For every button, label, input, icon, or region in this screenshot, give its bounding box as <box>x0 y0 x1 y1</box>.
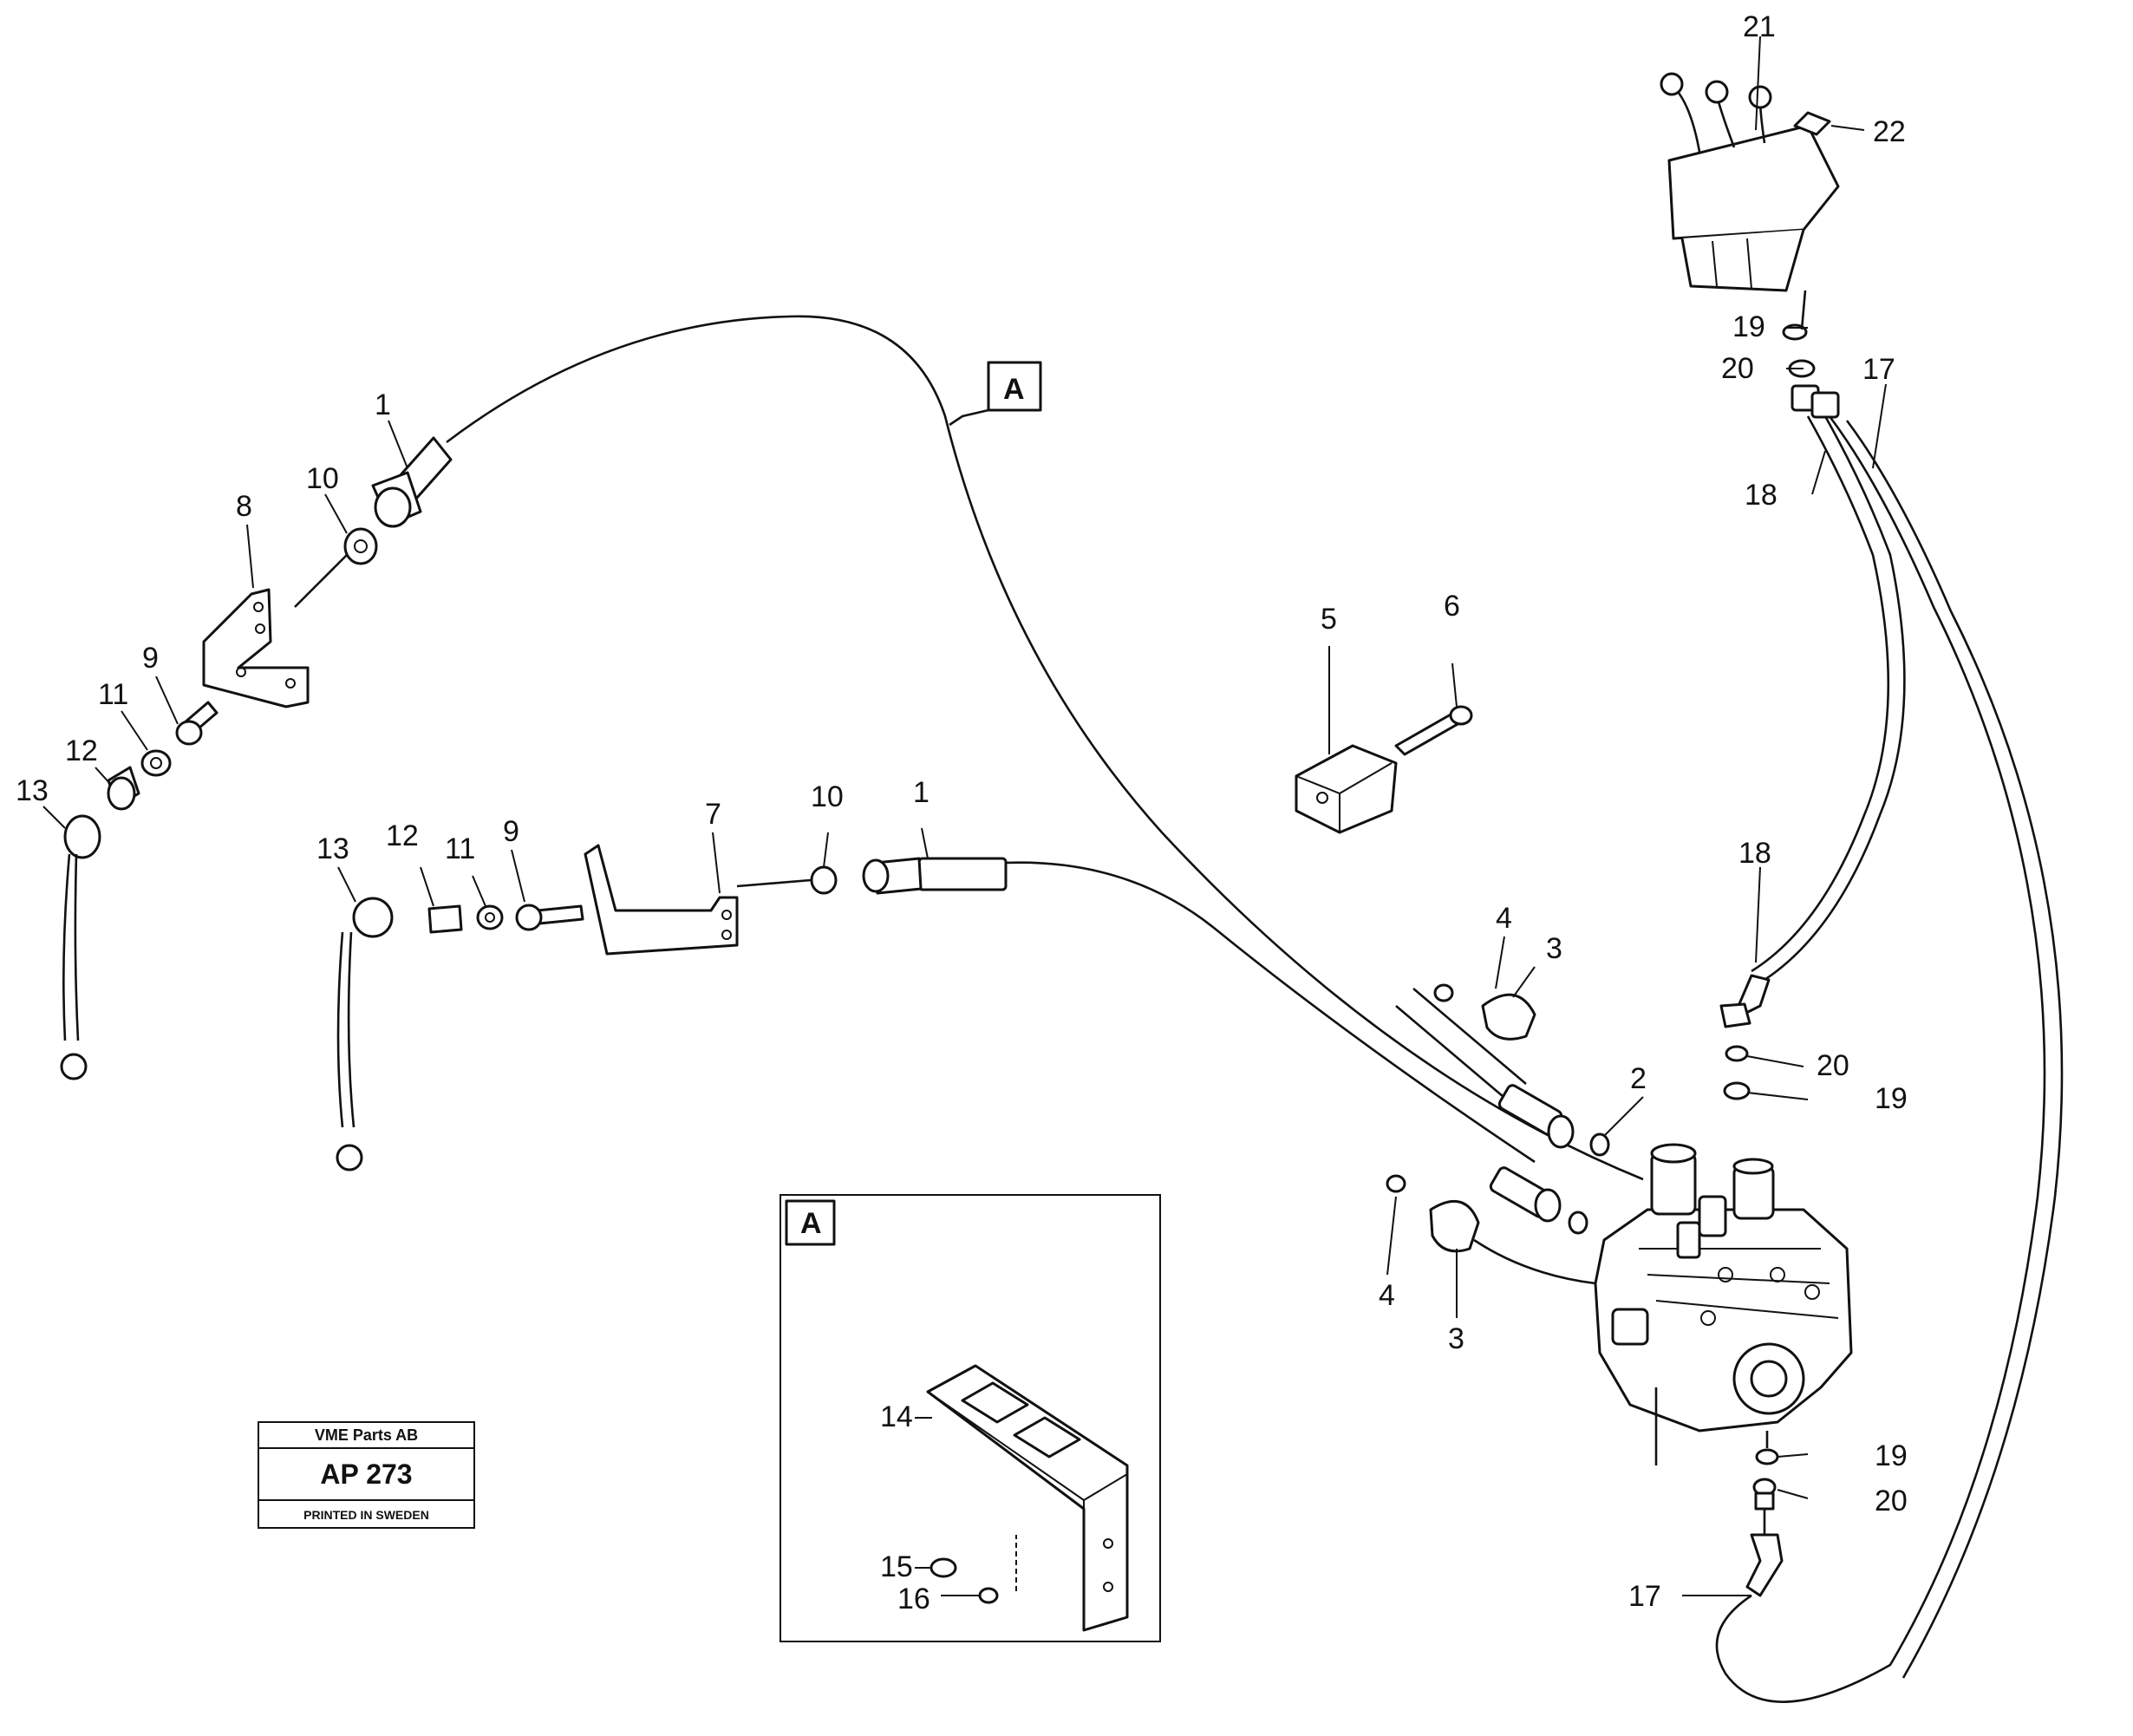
stamp-printed: PRINTED IN SWEDEN <box>303 1508 429 1522</box>
callout-10-lower: 10 <box>811 780 844 813</box>
callout-8: 8 <box>236 490 252 523</box>
clamp-block <box>1295 705 1473 834</box>
callout-1-lower: 1 <box>913 776 930 809</box>
cable-lower <box>1005 861 1536 1164</box>
callout-22: 22 <box>1873 115 1906 148</box>
callout-19-mid: 19 <box>1875 1082 1908 1115</box>
callout-4-lower: 4 <box>1379 1279 1395 1312</box>
detail-a-marker-box <box>785 1199 836 1246</box>
cable-upper <box>446 315 1644 1181</box>
callout-12-lower: 12 <box>386 819 419 852</box>
callout-21: 21 <box>1743 10 1776 43</box>
hose-17-edge <box>1845 420 2064 1679</box>
callout-17-top: 17 <box>1862 353 1895 386</box>
callout-4-upper: 4 <box>1496 902 1512 935</box>
decal-22 <box>1793 111 1831 136</box>
callout-2: 2 <box>1630 1062 1647 1095</box>
hose-18 <box>1751 415 1890 973</box>
lower-cable-assembly <box>336 844 1008 1171</box>
callout-9-upper: 9 <box>142 642 159 675</box>
callout-20-top: 20 <box>1721 352 1754 385</box>
leader-lines <box>42 36 1887 1596</box>
detail-a-inset-marker: A <box>800 1207 822 1240</box>
detail-a-marker: A <box>1003 373 1025 406</box>
washer-16 <box>978 1587 999 1604</box>
callout-11-lower: 11 <box>445 832 475 865</box>
bracket-14 <box>926 1364 1129 1632</box>
callout-13-lower: 13 <box>316 832 349 865</box>
callout-13-upper: 13 <box>16 774 49 807</box>
hose-17 <box>1715 415 2046 1703</box>
callout-3-upper: 3 <box>1546 932 1562 965</box>
callout-19-top: 19 <box>1732 310 1765 343</box>
callout-12-upper: 12 <box>65 734 98 767</box>
callout-16: 16 <box>897 1583 930 1615</box>
callout-14: 14 <box>880 1400 913 1433</box>
callout-20-mid: 20 <box>1817 1049 1849 1082</box>
upper-cable-assembly <box>60 436 453 1080</box>
callout-11-upper: 11 <box>98 678 128 711</box>
detail-a-callout-box <box>987 361 1042 412</box>
callout-labels: 1 10 8 9 11 12 13 13 12 11 9 7 10 1 5 6 … <box>16 10 1908 1615</box>
callout-17-bottom: 17 <box>1628 1580 1661 1613</box>
screw-15 <box>930 1557 957 1578</box>
callout-10-upper: 10 <box>306 462 339 495</box>
stamp-company: VME Parts AB <box>259 1423 473 1449</box>
callout-20-bottom: 20 <box>1875 1485 1908 1517</box>
control-lever-unit <box>1660 72 1840 292</box>
callout-5: 5 <box>1321 603 1337 636</box>
callout-19-bottom: 19 <box>1875 1439 1908 1472</box>
callout-6: 6 <box>1444 590 1460 623</box>
callout-9-lower: 9 <box>503 815 519 848</box>
callout-15: 15 <box>880 1550 913 1583</box>
detail-a-frame <box>779 1194 1161 1642</box>
callout-18-mid: 18 <box>1738 837 1771 870</box>
callout-3-lower: 3 <box>1448 1322 1464 1355</box>
hose-sleeves <box>1386 983 1610 1285</box>
callout-7: 7 <box>705 798 721 831</box>
control-valve-block <box>1594 1143 1853 1465</box>
callout-1-upper: 1 <box>375 388 391 421</box>
lever-fittings <box>1782 290 1840 419</box>
stamp-code: AP 273 <box>259 1449 473 1501</box>
callout-18-top: 18 <box>1745 479 1778 512</box>
title-stamp: VME Parts AB AP 273 PRINTED IN SWEDEN <box>258 1421 475 1529</box>
